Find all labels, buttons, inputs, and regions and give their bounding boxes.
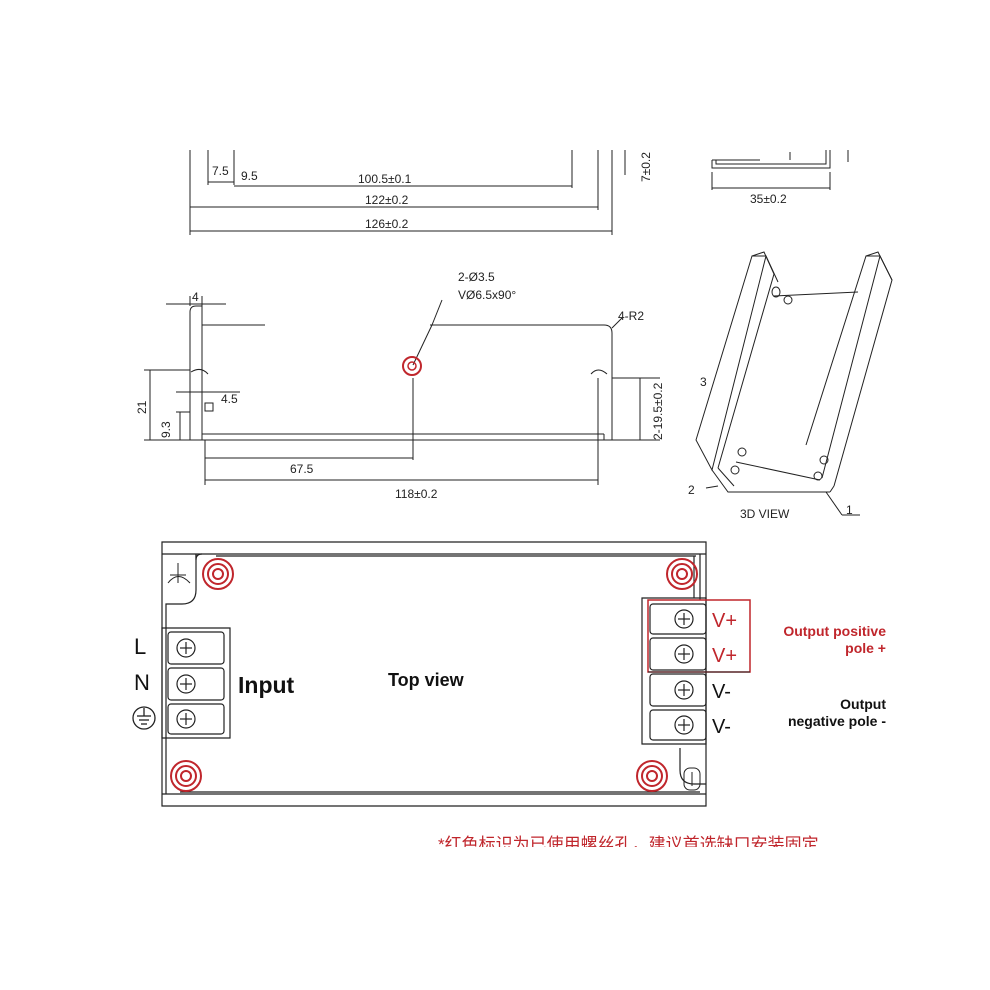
terminal-N-label: N (134, 670, 150, 695)
dim-21: 21 (135, 400, 149, 414)
vminus-2-label: V- (712, 716, 731, 738)
red-hole-top-right (667, 559, 697, 589)
input-terminal-block (162, 628, 230, 738)
dim-4: 4 (192, 290, 199, 304)
dim-100-5: 100.5±0.1 (358, 172, 412, 186)
dim-118: 118±0.2 (395, 487, 438, 501)
negative-pole-line1: Output (840, 696, 886, 712)
vplus-2-label: V+ (712, 645, 737, 667)
screw-vplus-1-icon (675, 610, 693, 628)
top-dimension-block (190, 150, 625, 235)
side-view-red-hole (403, 357, 421, 375)
top-view-title: Top view (388, 670, 465, 690)
dim-19-5: 2-19.5±0.2 (651, 382, 665, 440)
iso-callout-1: 1 (846, 503, 853, 517)
dim-7: 7±0.2 (639, 152, 653, 182)
screw-N-icon (177, 675, 195, 693)
hole-spec-2: VØ6.5x90° (458, 288, 516, 302)
screw-vminus-2-icon (675, 716, 693, 734)
red-hole-bottom-left (171, 761, 201, 791)
earth-ground-icon (133, 707, 155, 729)
end-profile (712, 150, 848, 190)
iso-callout-3: 3 (700, 375, 707, 389)
vplus-1-label: V+ (712, 610, 737, 632)
ground-tab-icon (168, 563, 190, 583)
dim-7-5: 7.5 (212, 164, 229, 178)
terminal-L-label: L (134, 634, 146, 659)
negative-pole-line2: negative pole - (788, 713, 886, 729)
side-small-slot (205, 403, 213, 411)
red-mounting-holes (171, 559, 697, 791)
output-terminal-block (642, 598, 706, 744)
iso-callout-2: 2 (688, 483, 695, 497)
screw-L-icon (177, 639, 195, 657)
radius-label: 4-R2 (618, 309, 644, 323)
dim-126: 126±0.2 (365, 217, 409, 231)
positive-pole-line2: pole + (845, 640, 886, 656)
input-screws (177, 639, 195, 728)
red-hole-top-left (203, 559, 233, 589)
footnote-crop-mask (420, 847, 900, 867)
screw-vplus-2-icon (675, 645, 693, 663)
screw-ground-icon (177, 710, 195, 728)
input-label: Input (238, 672, 295, 698)
side-view (144, 296, 660, 485)
dim-122: 122±0.2 (365, 193, 409, 207)
red-hole-bottom-right (637, 761, 667, 791)
output-screws (675, 610, 693, 734)
positive-pole-line1: Output positive (783, 623, 886, 639)
vminus-1-label: V- (712, 681, 731, 703)
dim-9-3: 9.3 (159, 421, 173, 438)
dim-35: 35±0.2 (750, 192, 787, 206)
dim-9-5: 9.5 (241, 169, 258, 183)
iso-view-label: 3D VIEW (740, 507, 790, 521)
iso-view (696, 252, 892, 515)
mount-notch-icon (684, 768, 700, 790)
screw-vminus-1-icon (675, 681, 693, 699)
hole-spec-1: 2-Ø3.5 (458, 270, 495, 284)
dim-4-5: 4.5 (221, 392, 238, 406)
dim-67-5: 67.5 (290, 462, 314, 476)
